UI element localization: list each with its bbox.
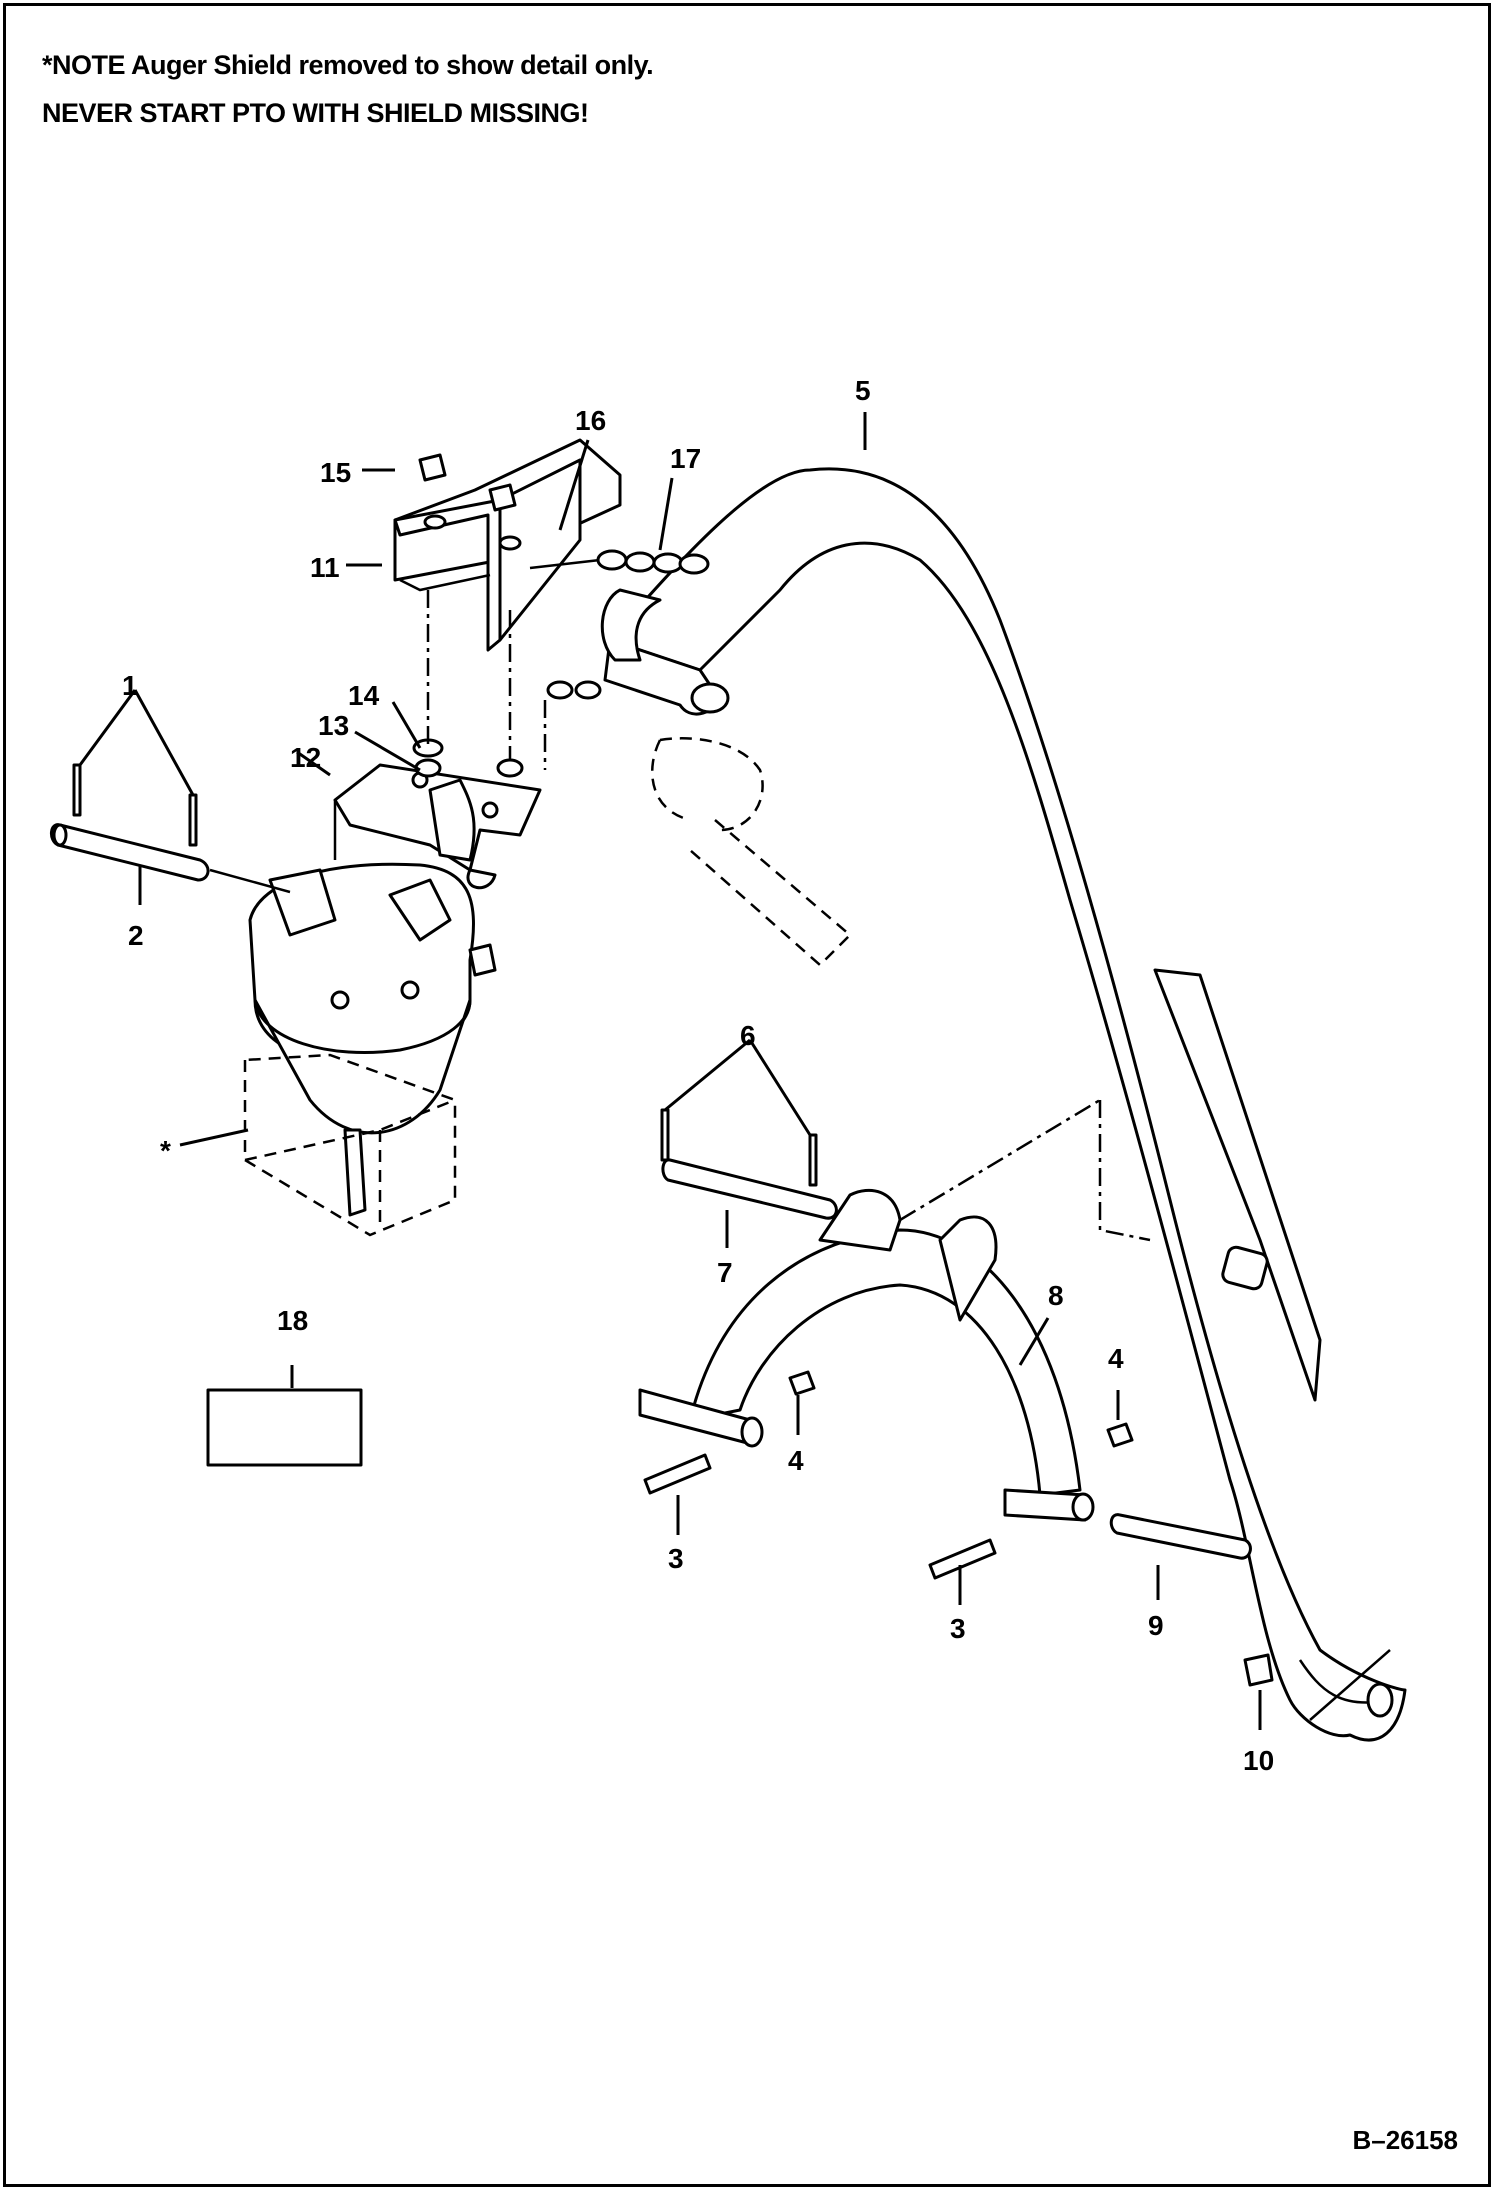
callout-4a: 4 (788, 1445, 804, 1476)
chain (529, 549, 710, 700)
callout-14: 14 (348, 680, 380, 711)
callout-13: 13 (318, 710, 349, 741)
pivot-pin (50, 823, 210, 882)
callout-7: 7 (717, 1257, 733, 1288)
callout-15: 15 (320, 457, 351, 488)
callout-11: 11 (310, 552, 340, 583)
pin-part-9 (1109, 1513, 1252, 1560)
decal-box (206, 1388, 363, 1467)
callout-3a: 3 (668, 1543, 684, 1574)
callout-star: * (160, 1135, 171, 1166)
callout-12: 12 (290, 742, 321, 773)
note-text: *NOTE Auger Shield removed to show detai… (42, 50, 654, 80)
callout-5: 5 (855, 375, 871, 406)
callout-17: 17 (670, 443, 701, 474)
pto-shaft-dashed (651, 737, 852, 967)
callout-16: 16 (575, 405, 606, 436)
callout-18: 18 (277, 1305, 308, 1336)
callout-6: 6 (740, 1020, 756, 1051)
mounting-plate (333, 763, 542, 890)
bushing (1243, 1653, 1274, 1687)
callout-8: 8 (1048, 1280, 1064, 1311)
callout-9: 9 (1148, 1610, 1164, 1641)
nuts (788, 1370, 1134, 1448)
shield-bracket (393, 438, 622, 652)
clip-pins (72, 763, 818, 1187)
auger-drive (248, 862, 497, 1217)
callout-1: 1 (122, 670, 138, 701)
callout-10: 10 (1243, 1745, 1274, 1776)
drawing-number: B–26158 (1352, 2125, 1458, 2155)
auger-shield-dashed (243, 1053, 457, 1237)
bolts (643, 1453, 997, 1580)
boom-arm (600, 467, 1407, 1742)
callout-4b: 4 (1108, 1343, 1124, 1374)
yoke (638, 1188, 1095, 1522)
yoke-pin (661, 1158, 838, 1220)
callout-2: 2 (128, 920, 144, 951)
callout-3b: 3 (950, 1613, 966, 1644)
washer-and-nut (412, 738, 524, 778)
leader-lines (78, 412, 1262, 1730)
warning-text: NEVER START PTO WITH SHIELD MISSING! (42, 98, 589, 128)
page-border (3, 3, 1491, 2187)
